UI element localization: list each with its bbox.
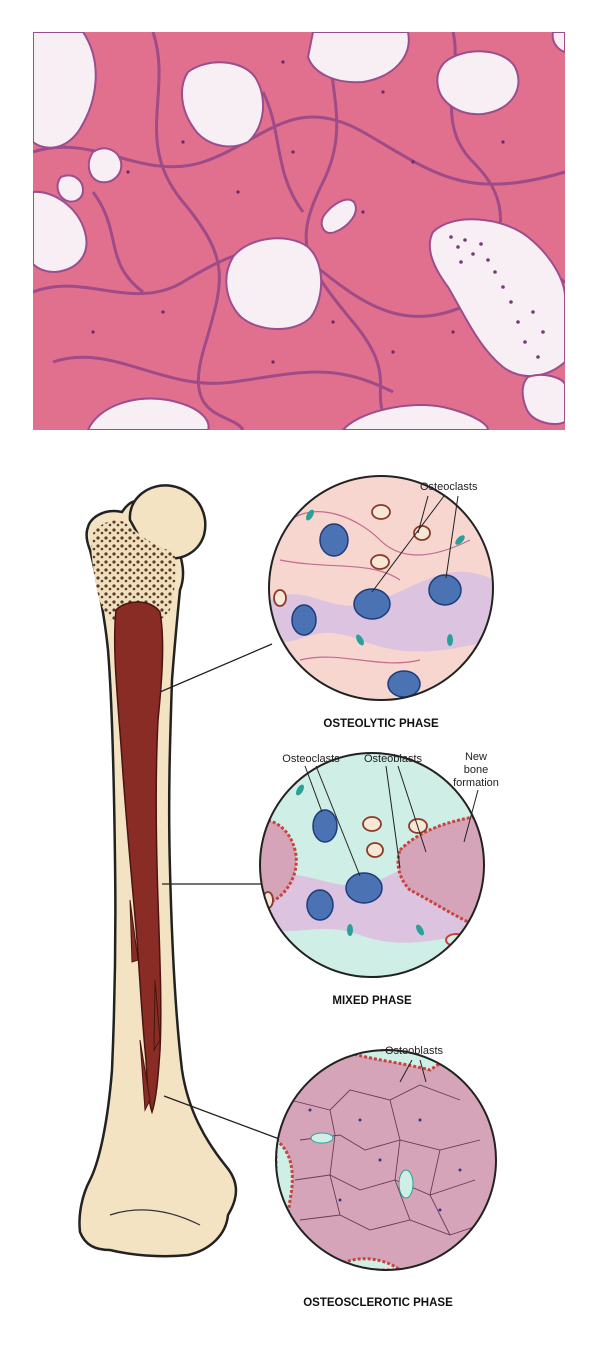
mixed-panel: Osteoclasts Osteoblasts New bone formati… — [259, 751, 499, 1007]
distal-condyle-line — [109, 1209, 201, 1226]
osteoclast — [345, 872, 383, 904]
osteoclast — [428, 574, 462, 606]
osteoclast — [306, 889, 334, 921]
osteoclast — [291, 604, 317, 636]
osteosclerotic-phase-label: OSTEOSCLEROTIC PHASE — [303, 1297, 453, 1309]
osteosclerotic-panel: Osteoblasts OSTEOSCLEROTIC PHASE — [275, 1045, 497, 1309]
mixed-phase-label: MIXED PHASE — [332, 995, 412, 1007]
osteoclasts-callout: Osteoclasts — [282, 753, 340, 765]
femur-bone — [78, 484, 238, 1258]
connector-lines — [159, 643, 283, 1141]
medullary-streaks — [129, 899, 161, 1112]
new-bone-formation-callout-line3: formation — [453, 777, 499, 789]
osteoclast — [319, 523, 349, 557]
new-bone-formation-callout-line1: New — [465, 751, 487, 763]
osteoclast — [387, 670, 421, 698]
marrow-spaces — [33, 32, 565, 430]
paget-disease-diagram: Osteoclasts OSTEOLYTIC PHASE — [78, 475, 499, 1309]
osteoclasts-callout: Osteoclasts — [420, 481, 478, 493]
osteolytic-phase-label: OSTEOLYTIC PHASE — [323, 718, 439, 730]
new-bone-formation-callout-line2: bone — [464, 764, 488, 776]
marrow-cells — [449, 235, 545, 359]
osteoblasts-callout: Osteoblasts — [385, 1045, 444, 1057]
osteoclast — [312, 809, 338, 843]
osteolytic-panel: Osteoclasts OSTEOLYTIC PHASE — [268, 475, 494, 730]
osteoblasts-callout: Osteoblasts — [364, 753, 423, 765]
medullary-canal — [113, 601, 164, 1115]
osteoclast — [353, 588, 391, 620]
histology-micrograph — [33, 32, 565, 430]
cancellous-bone — [91, 520, 176, 627]
